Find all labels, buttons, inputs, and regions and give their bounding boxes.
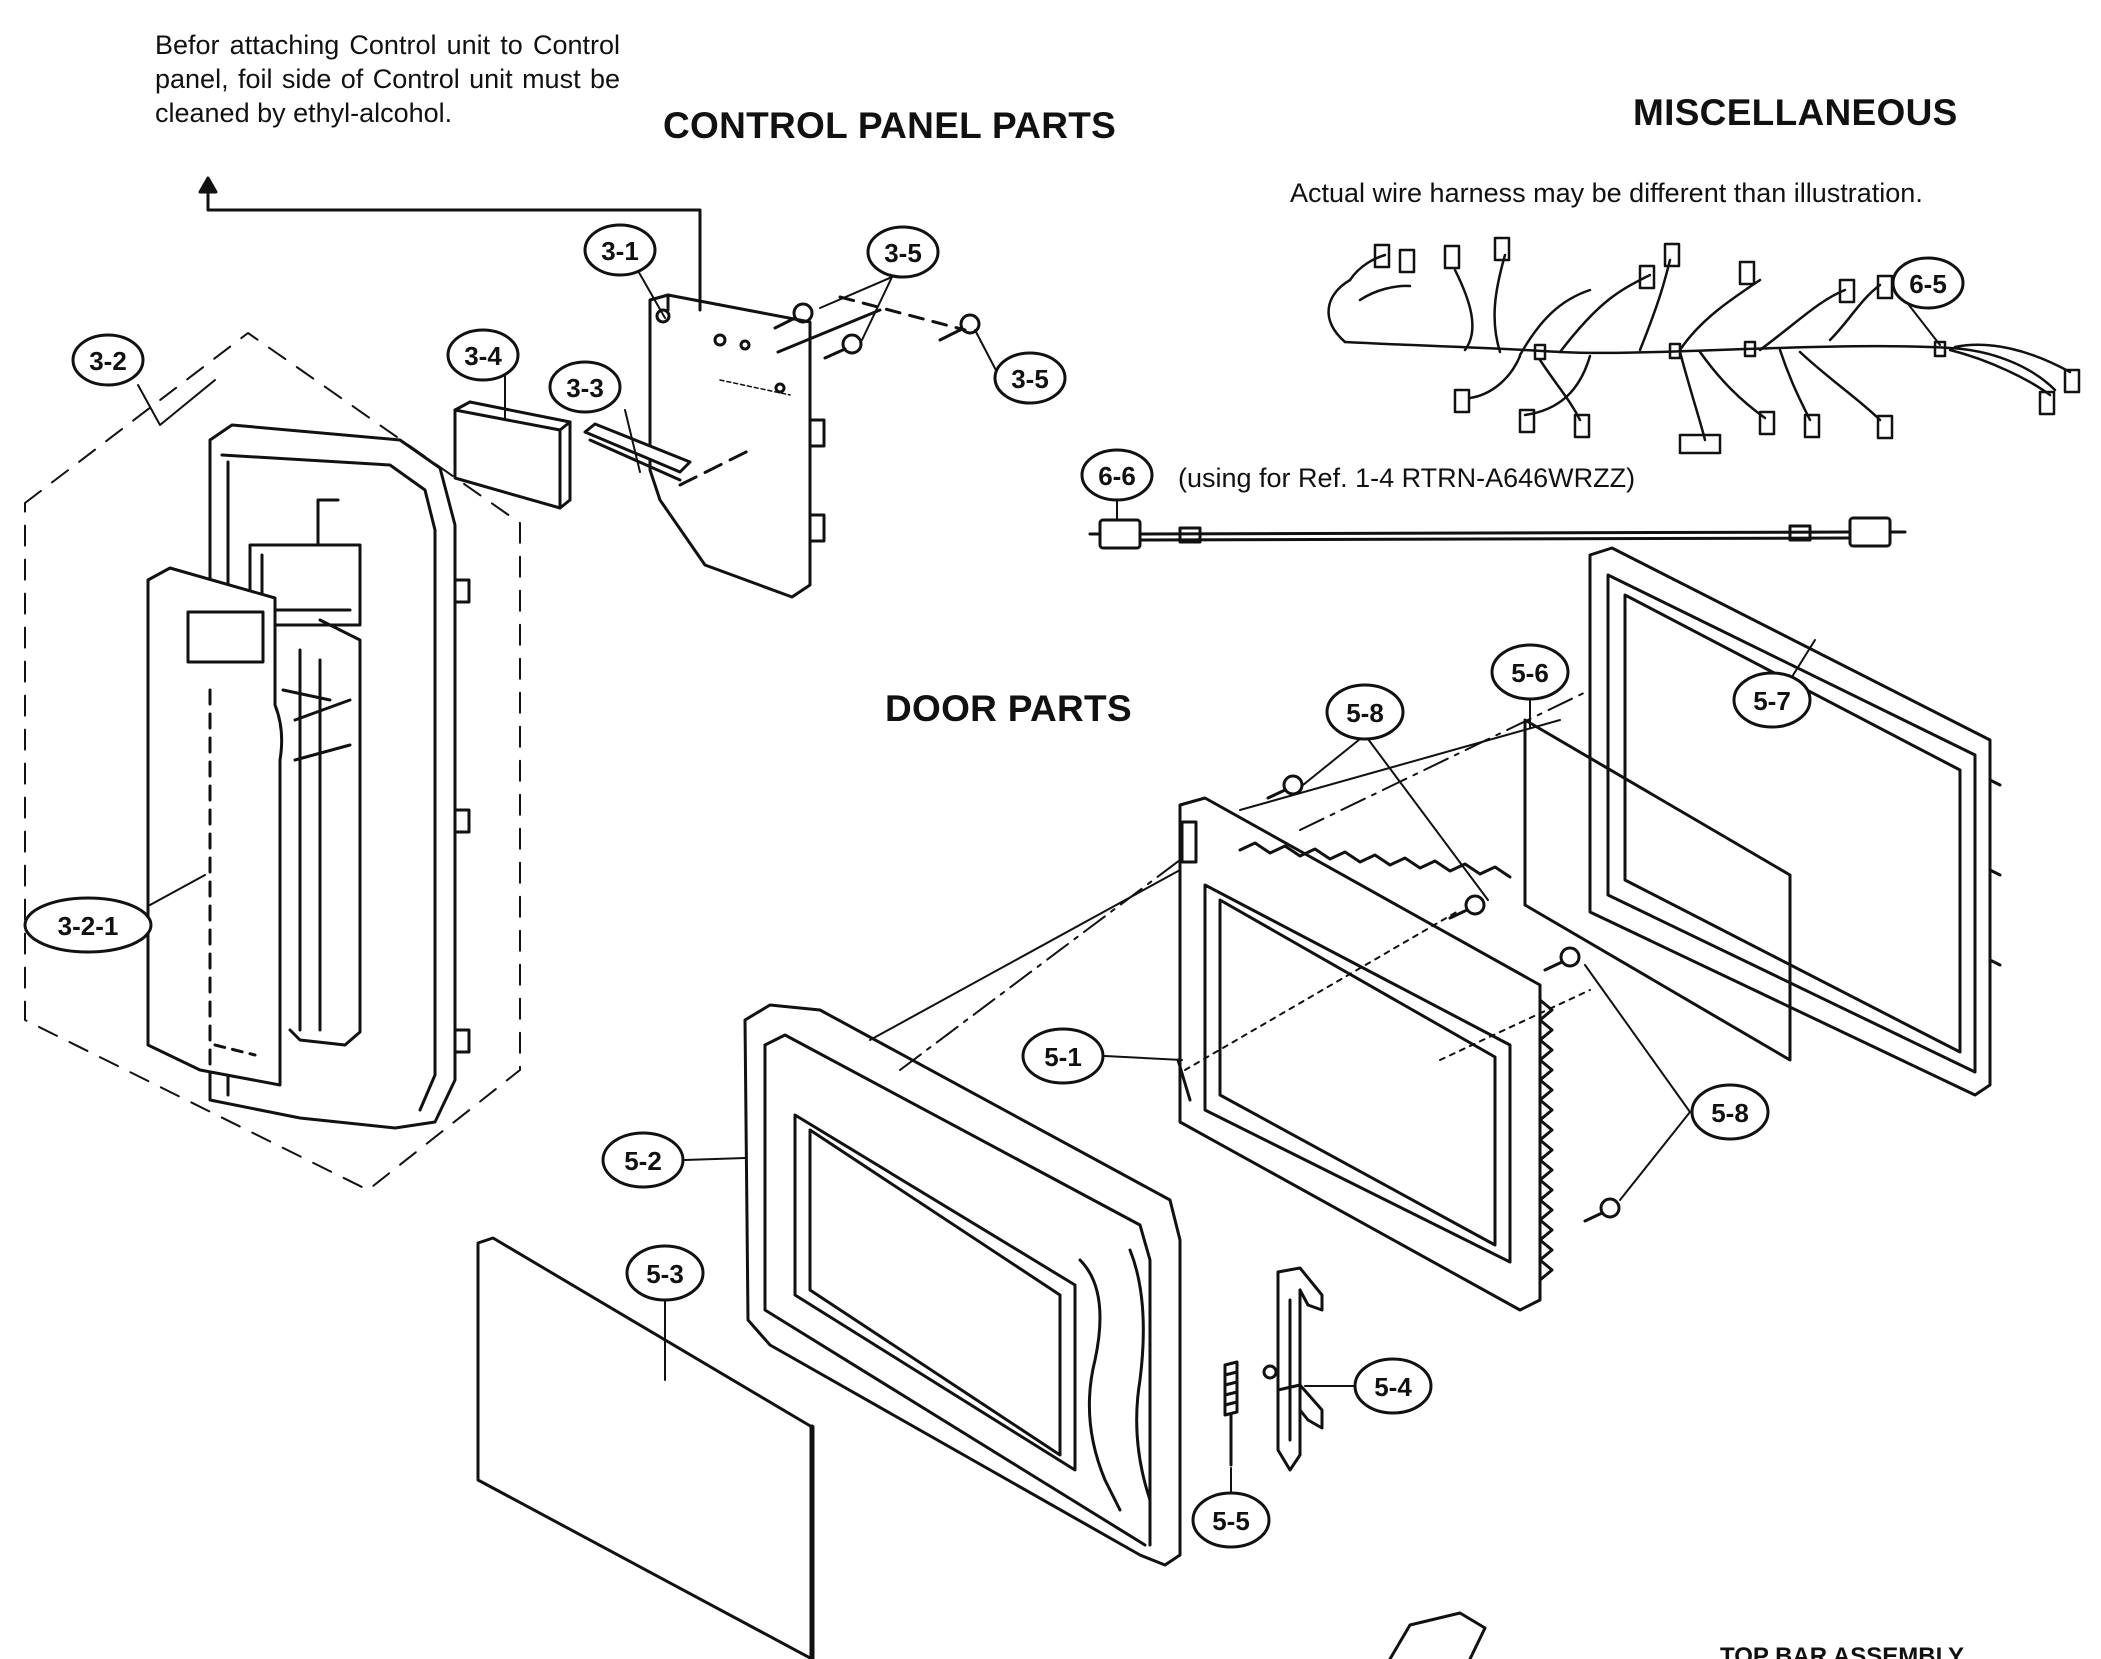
miscellaneous-heading: MISCELLANEOUS — [1633, 92, 1958, 133]
svg-text:5-5: 5-5 — [1212, 1506, 1250, 1536]
svg-text:5-8: 5-8 — [1346, 698, 1384, 728]
note-leader-arrow — [198, 176, 702, 312]
svg-text:3-4: 3-4 — [464, 341, 502, 371]
control-panel-overlay-sheet — [146, 566, 332, 1087]
callout-3-2-1: 3-2-1 — [23, 896, 153, 954]
svg-text:3-2-1: 3-2-1 — [58, 911, 119, 941]
callout-3-5-upper: 3-5 — [866, 225, 940, 279]
control-panel-heading: CONTROL PANEL PARTS — [663, 105, 1117, 146]
door-film-sheet — [1523, 718, 1792, 1062]
lead-wire-ref-note: (using for Ref. 1-4 RTRN-A646WRZZ) — [1178, 463, 1636, 493]
svg-text:5-7: 5-7 — [1753, 686, 1791, 716]
svg-text:3-1: 3-1 — [601, 236, 639, 266]
callout-5-8-upper: 5-8 — [1325, 683, 1405, 741]
callout-5-1: 5-1 — [1021, 1027, 1105, 1085]
callout-6-6: 6-6 — [1080, 448, 1154, 502]
callout-leaders — [137, 261, 1941, 1496]
svg-text:6-5: 6-5 — [1909, 269, 1947, 299]
svg-text:5-2: 5-2 — [624, 1146, 662, 1176]
callout-5-7: 5-7 — [1732, 671, 1812, 729]
svg-text:6-6: 6-6 — [1098, 461, 1136, 491]
callout-5-6: 5-6 — [1490, 643, 1570, 701]
callout-5-3: 5-3 — [625, 1244, 705, 1302]
wire-harness — [1327, 236, 2081, 455]
callout-6-5: 6-5 — [1891, 256, 1965, 310]
svg-text:5-1: 5-1 — [1044, 1042, 1082, 1072]
svg-text:3-5: 3-5 — [1011, 364, 1049, 394]
callout-3-4: 3-4 — [446, 328, 520, 382]
door-screws — [1266, 774, 1621, 1223]
svg-text:5-3: 5-3 — [646, 1259, 684, 1289]
label-plate — [453, 400, 572, 510]
callout-5-5: 5-5 — [1191, 1491, 1271, 1549]
control-panel-assembly-boundary — [24, 332, 521, 1191]
svg-text:5-6: 5-6 — [1511, 658, 1549, 688]
cleaning-note: Befor attaching Control unit to Control … — [155, 30, 620, 128]
callout-3-3: 3-3 — [548, 360, 622, 414]
door-glass-sheet — [476, 1236, 814, 1659]
door-frame — [743, 1003, 1182, 1567]
svg-text:3-2: 3-2 — [89, 346, 127, 376]
svg-text:3-3: 3-3 — [566, 373, 604, 403]
door-panel — [1176, 796, 1554, 1312]
callout-3-5-right: 3-5 — [993, 351, 1067, 405]
callout-3-1: 3-1 — [583, 223, 657, 277]
svg-text:5-4: 5-4 — [1374, 1372, 1412, 1402]
svg-text:5-8: 5-8 — [1711, 1098, 1749, 1128]
callout-5-8-lower: 5-8 — [1690, 1083, 1770, 1141]
callout-bubbles: 3-2 3-2-1 3-1 3-3 3-4 3-5 — [23, 223, 1965, 1549]
top-bar-assembly-label: TOP BAR ASSEMBLY — [1720, 1643, 1965, 1659]
svg-text:3-5: 3-5 — [884, 238, 922, 268]
callout-5-4: 5-4 — [1353, 1357, 1433, 1415]
assembly-guide-lines — [869, 689, 1591, 1071]
latch-head — [1262, 1266, 1324, 1472]
callout-3-2: 3-2 — [71, 333, 145, 387]
control-panel-body — [208, 423, 471, 1130]
connector-strip — [583, 422, 692, 482]
top-bar-partial — [1388, 1611, 1487, 1659]
door-parts-heading: DOOR PARTS — [885, 688, 1132, 729]
callout-5-2: 5-2 — [601, 1131, 685, 1189]
wire-harness-note: Actual wire harness may be different tha… — [1290, 178, 1923, 208]
choke-cover-frame — [1588, 546, 2002, 1097]
lead-wire — [1088, 516, 1907, 550]
control-unit-board — [648, 293, 826, 599]
control-unit-screws — [773, 295, 981, 360]
latch-spring — [1223, 1360, 1239, 1467]
